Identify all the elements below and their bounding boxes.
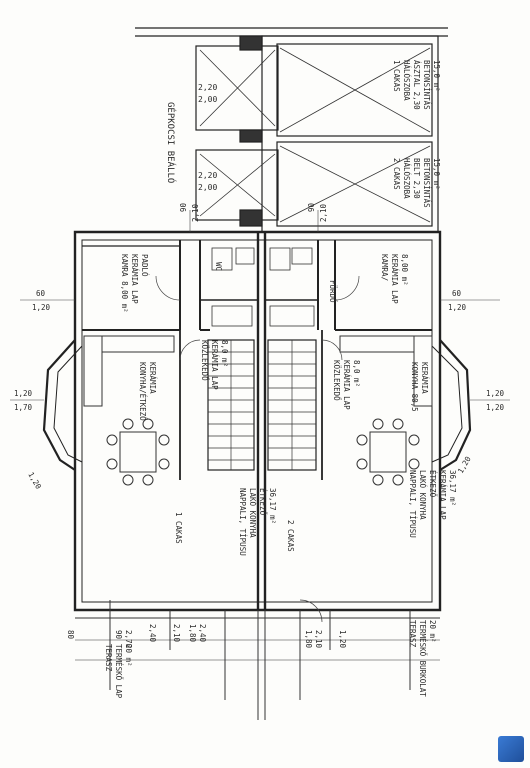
- kitchen-counters: [83, 335, 433, 407]
- dim-120-mid-right: 1,20: [486, 389, 505, 398]
- dining-tables: [106, 418, 420, 486]
- storage-1-line-5: 15,0 m²: [432, 60, 441, 92]
- kitchen-right-label: KONYHA 80,5 KERÁMIA: [410, 362, 429, 412]
- dim-b-210b: 2,10: [314, 630, 323, 649]
- kitchen-left-line-1: KONYHA/ÉTKEZŐ: [138, 362, 147, 421]
- kitchen-left-line-2: KERÁMIA: [148, 362, 157, 394]
- bathroom-fixtures: [211, 247, 315, 327]
- dim-210-top-left: 2,10: [191, 203, 200, 222]
- storage-2-label: 2 CAKAS HÁLÓSZOBA BELT 2,30 BETONSÍNTÁS …: [392, 158, 441, 208]
- dimension-lines: [10, 210, 510, 401]
- living-right-line-5: 36,17 m²: [448, 470, 457, 506]
- garage-label: GÉPKOCSI BEÁLLÓ: [165, 102, 177, 183]
- dim-120-left: 1,20: [32, 303, 51, 312]
- storage-2-line-1: 2 CAKAS: [392, 158, 401, 190]
- furdo-label: FÜRDŐ: [328, 280, 337, 303]
- dim-b-270: 2,70: [124, 630, 133, 649]
- terrace-left-label: TERASZ TERMÉSKŐ LAP 20 m²: [104, 644, 133, 699]
- living-right-label: NAPPALI, TÍPUSU LAKÓ KONYHA ÉTKEZŐ KERÁM…: [408, 470, 457, 538]
- living-right-line-4: KERÁMIA LAP: [438, 470, 447, 520]
- hall-right-line-2: KERÁMIA LAP: [342, 360, 351, 410]
- storage-1-line-2: HÁLÓSZOBA: [402, 60, 411, 101]
- lamar-right-line-1: KAMRA/: [380, 254, 389, 281]
- dim-60-left: 60: [36, 289, 46, 298]
- living-right-line-2: LAKÓ KONYHA: [418, 470, 427, 520]
- kitchen-right-line-2: KERÁMIA: [420, 362, 429, 394]
- living-left-line-1: NAPPALI, TÍPUSU: [238, 488, 247, 556]
- unit-right-label: 2 CAKAS: [286, 520, 295, 552]
- storage-1-line-1: 1 CAKAS: [392, 60, 401, 92]
- dim-90-top-right: 90: [307, 202, 316, 212]
- dim-120-right: 1,20: [448, 303, 467, 312]
- lamar-left-line-3: PADLÓ: [140, 254, 149, 277]
- hall-right-line-3: 8,0 m²: [352, 360, 361, 387]
- wall-lines: [42, 27, 472, 612]
- dim-120-mid-left: 1,20: [14, 389, 33, 398]
- garage-crosses: [199, 47, 431, 223]
- living-left-line-3: ÉTKEZŐ: [258, 488, 267, 516]
- watermark-logo: [498, 736, 524, 762]
- storage-2-line-3: BELT 2,30: [412, 158, 421, 199]
- door-swings: [155, 275, 360, 623]
- dim-170-left: 1,70: [14, 403, 33, 412]
- terrace-right-line-3: 20 m²: [428, 620, 437, 643]
- lamar-left-line-1: KAMRA 8,00 m²: [120, 254, 129, 313]
- garage-dim-2b: 2,00: [198, 183, 217, 192]
- garage-dim-1a: 2,20: [198, 83, 217, 92]
- lamar-right-line-3: 8,00 m²: [400, 254, 409, 286]
- terrace-right-line-2: TERMÉSKŐ BURKOLAT: [418, 620, 427, 697]
- storage-2-line-4: BETONSÍNTÁS: [422, 158, 431, 208]
- dim-b-90: 90: [114, 630, 123, 640]
- dim-b-80: 80: [66, 630, 75, 640]
- living-left-line-4: 36,17 m²: [268, 488, 277, 524]
- hall-left-line-1: KÖZLEKEDŐ: [200, 340, 209, 381]
- dim-120b-right: 1,20: [486, 403, 505, 412]
- terrace-right-label: TERASZ TERMÉSKŐ BURKOLAT 20 m²: [408, 620, 437, 697]
- unit-left-label: 1 CAKAS: [174, 512, 183, 544]
- dim-210-top-right: 2,10: [319, 203, 328, 222]
- living-left-line-2: LAKÓ KONYHA: [248, 488, 257, 538]
- lamar-right-label: KAMRA/ KERÁMIA LAP 8,00 m²: [380, 254, 409, 304]
- terrace-right-line-1: TERASZ: [408, 620, 417, 648]
- terrace-left-line-3: 20 m²: [124, 644, 133, 667]
- dim-b-210: 2,10: [172, 624, 181, 643]
- storage-1-line-3: ÁSZTAL 2,30: [412, 60, 421, 110]
- garage-dim-1b: 2,00: [198, 95, 217, 104]
- hall-left-line-3: 8,0 m²: [220, 340, 229, 367]
- hall-left-label: KÖZLEKEDŐ KERÁMIA LAP 8,0 m²: [200, 340, 229, 390]
- kitchen-left-label: KONYHA/ÉTKEZŐ KERÁMIA: [138, 362, 157, 421]
- terrace-lines: [75, 600, 440, 720]
- hall-left-line-2: KERÁMIA LAP: [210, 340, 219, 390]
- living-left-label: NAPPALI, TÍPUSU LAKÓ KONYHA ÉTKEZŐ 36,17…: [238, 488, 277, 556]
- wc-label: WC: [214, 262, 223, 271]
- storage-2-line-2: HÁLÓSZOBA: [402, 158, 411, 199]
- hall-right-line-1: KÖZLEKEDŐ: [332, 360, 341, 401]
- lamar-left-label: KAMRA 8,00 m² KERÁMIA LAP PADLÓ: [120, 254, 149, 313]
- lamar-left-line-2: KERÁMIA LAP: [130, 254, 139, 304]
- terrace-left-line-2: TERMÉSKŐ LAP: [114, 644, 123, 699]
- dim-b-180b: 1,80: [304, 630, 313, 649]
- terrace-left-line-1: TERASZ: [104, 644, 113, 672]
- living-right-line-1: NAPPALI, TÍPUSU: [408, 470, 417, 538]
- storage-2-line-5: 15,0 m²: [432, 158, 441, 190]
- living-right-line-3: ÉTKEZŐ: [428, 470, 437, 498]
- storage-1-line-4: BETONSÍNTÁS: [422, 60, 431, 110]
- lamar-right-line-2: KERÁMIA LAP: [390, 254, 399, 304]
- kitchen-right-line-1: KONYHA 80,5: [410, 362, 419, 412]
- dim-60-right: 60: [452, 289, 462, 298]
- dim-90-top-left: 90: [179, 202, 188, 212]
- storage-1-label: 1 CAKAS HÁLÓSZOBA ÁSZTAL 2,30 BETONSÍNTÁ…: [392, 60, 441, 110]
- garage-dim-2a: 2,20: [198, 171, 217, 180]
- stair-treads: [208, 340, 316, 470]
- hall-right-label: KÖZLEKEDŐ KERÁMIA LAP 8,0 m²: [332, 360, 361, 410]
- dim-b-240b: 2,40: [198, 624, 207, 643]
- dim-b-120: 1,20: [338, 630, 347, 649]
- dim-b-240: 2,40: [148, 624, 157, 643]
- dim-b-180a: 1,80: [188, 624, 197, 643]
